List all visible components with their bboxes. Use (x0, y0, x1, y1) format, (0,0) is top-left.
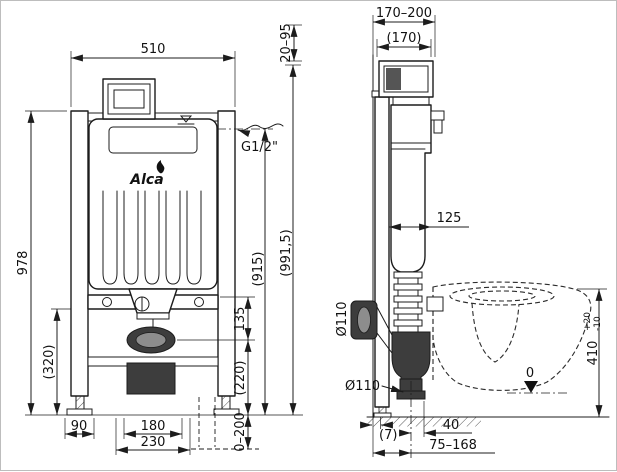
dim-90: 90 (71, 419, 88, 434)
water-level-icon (177, 115, 195, 125)
dim-170: (170) (387, 31, 422, 46)
dim-170-200: 170–200 (376, 6, 432, 21)
dim-320: (320) (42, 345, 57, 380)
frame-side (371, 90, 393, 418)
dim-991-5: (991,5) (279, 229, 294, 276)
frame-rail-right (217, 110, 236, 397)
side-view: 170–200 (170) 125 Ø110 Ø110 (7) (335, 6, 610, 459)
dim-410-tol-plus: +20 (583, 312, 593, 331)
dim-75-168: 75–168 (429, 438, 477, 453)
floor-level-zero: 0 (526, 366, 534, 381)
brand-flame-icon (156, 160, 165, 174)
flush-inlet-spigot (426, 296, 444, 312)
dim-230: 230 (141, 435, 166, 450)
dim-40: 40 (443, 418, 460, 433)
dim-20-95: 20–95 (279, 23, 294, 63)
cistern-flutes (102, 190, 202, 285)
dim-220: (220) (233, 361, 248, 396)
dim-7: (7) (379, 428, 397, 443)
dim-510: 510 (141, 42, 166, 57)
side-dimensions: 170–200 (170) 125 Ø110 Ø110 (7) (335, 6, 607, 457)
dim-410: 410 (586, 341, 601, 366)
label-g12: G1/2" (241, 140, 278, 155)
dim-135: 135 (233, 307, 248, 332)
frame-front (66, 110, 240, 416)
adjustable-foot-left (75, 395, 85, 410)
dim-0-200: 0–200 (233, 412, 248, 452)
frame-rail-side (374, 96, 390, 408)
dim-410-tol-minus: -10 (593, 316, 603, 331)
dim-180: 180 (141, 419, 166, 434)
front-view: Alca 510 978 (16, 23, 303, 455)
dim-410-group: 410 +20 -10 (583, 312, 603, 366)
brand-logo: Alca (129, 172, 163, 188)
water-inlet-arrow-icon (237, 123, 284, 138)
fixing-hole-left (102, 297, 112, 307)
dim-d110-side: Ø110 (335, 301, 350, 336)
frame-rail-left (70, 110, 89, 397)
front-dimensions: 510 978 (320) 90 180 230 (16, 23, 303, 455)
fixing-hole-right (194, 297, 204, 307)
cistern-front: Alca (88, 78, 218, 290)
level-triangle-icon (524, 381, 538, 393)
toilet-bowl-outline (426, 281, 592, 391)
dim-125: 125 (437, 211, 462, 226)
fill-valve-fitting (430, 110, 445, 121)
dim-915: (915) (251, 252, 266, 287)
cistern-profile (390, 104, 432, 273)
waste-outlet-assembly (350, 300, 431, 459)
outlet-box (126, 362, 176, 395)
dim-d110-down: Ø110 (345, 379, 380, 394)
adjustable-foot-right (221, 395, 231, 410)
dim-978: 978 (16, 251, 31, 276)
flush-valve-assembly (126, 288, 216, 447)
flush-pipe-corrugated (393, 271, 423, 333)
waste-elbow (391, 331, 431, 380)
